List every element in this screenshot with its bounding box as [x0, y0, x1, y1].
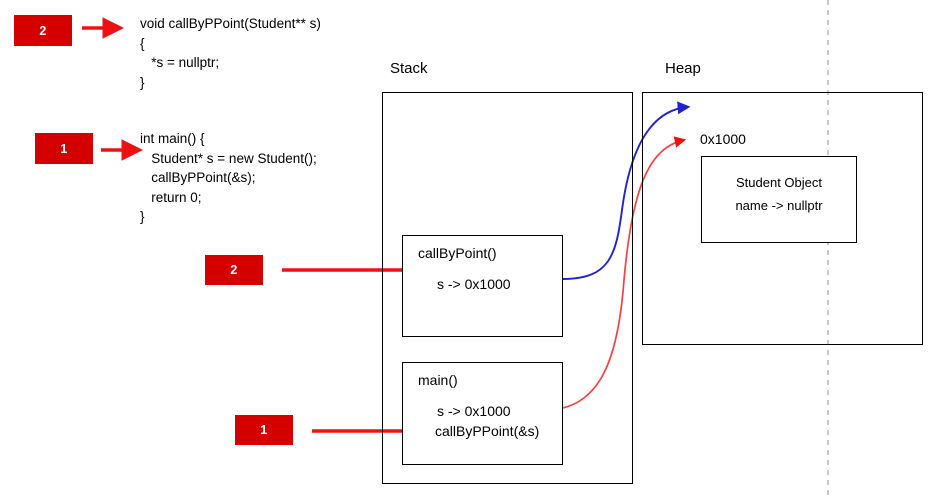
stack-region-label: Stack: [390, 60, 428, 77]
heap-region-box: [642, 92, 923, 345]
heap-region-label: Heap: [665, 60, 701, 77]
badge-label: 1: [60, 141, 68, 156]
heap-object-title: Student Object: [736, 175, 822, 190]
heap-student-object-box: Student Object name -> nullptr: [701, 156, 857, 243]
stack-frame-main: main() s -> 0x1000 callByPPoint(&s): [402, 362, 563, 465]
heap-address-label: 0x1000: [700, 131, 746, 147]
stack-frame-title: callByPoint(): [418, 245, 497, 261]
stack-frame-call: callByPPoint(&s): [435, 423, 540, 439]
heap-object-field: name -> nullptr: [735, 198, 823, 213]
badge-step-1-stack[interactable]: 1: [235, 415, 293, 445]
stack-frame-callbypoint: callByPoint() s -> 0x1000: [402, 235, 563, 337]
badge-step-2-stack[interactable]: 2: [205, 255, 263, 285]
badge-label: 2: [39, 23, 47, 38]
code-main-function: int main() { Student* s = new Student();…: [140, 131, 317, 224]
stack-frame-variable: s -> 0x1000: [437, 276, 511, 292]
badge-label: 1: [260, 423, 268, 437]
stack-frame-variable: s -> 0x1000: [437, 403, 511, 419]
badge-step-2-code[interactable]: 2: [14, 15, 72, 46]
badge-label: 2: [230, 263, 238, 277]
stack-region-box: [382, 92, 633, 484]
code-function-callbyppoint: void callByPPoint(Student** s) { *s = nu…: [140, 16, 321, 90]
stack-frame-title: main(): [418, 372, 458, 388]
badge-step-1-code[interactable]: 1: [35, 133, 93, 164]
